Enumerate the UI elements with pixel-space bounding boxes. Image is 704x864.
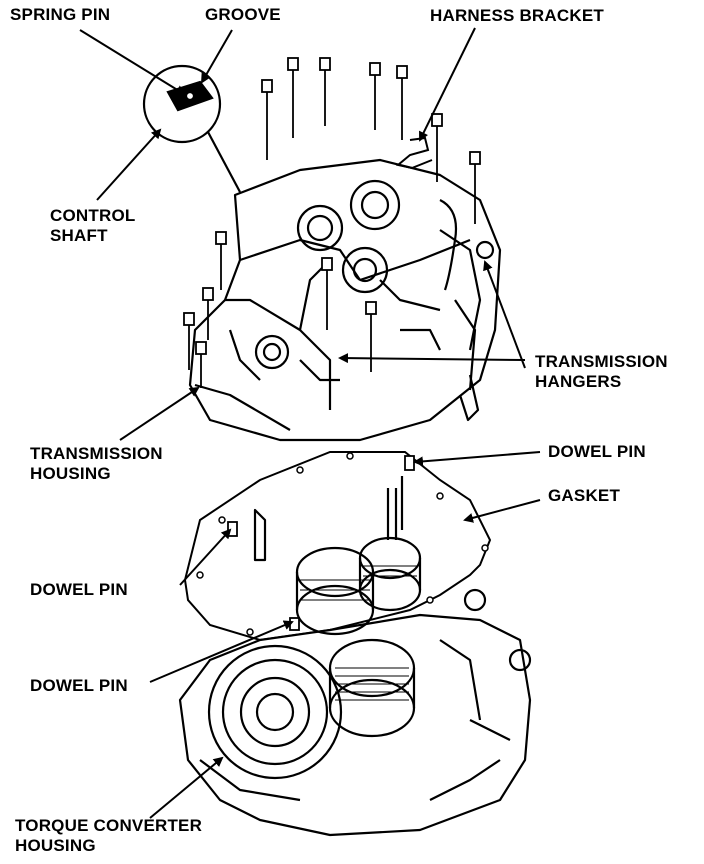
torque-converter-housing-illustration [178,476,532,837]
spring-pin-label: SPRING PIN [10,5,111,24]
transmission-housing-illustration [188,158,502,442]
gasket-holes [196,452,489,636]
harness-bracket-shape [395,136,433,170]
control-shaft-detail [142,64,241,193]
gasket-outline [183,451,492,642]
dowel-pin-top-label: DOWEL PIN [548,442,646,461]
groove-label: GROOVE [205,5,281,24]
leader-lines [79,27,541,819]
transmission-housing-label: TRANSMISSION HOUSING [30,444,163,483]
bolts [183,57,481,388]
dowel-pin-left-label: DOWEL PIN [30,580,128,599]
control-shaft-label: CONTROL SHAFT [50,206,136,245]
transmission-hangers-label: TRANSMISSION HANGERS [535,352,668,391]
torque-converter-housing-label: TORQUE CONVERTER HOUSING [15,816,203,855]
gasket-label: GASKET [548,486,621,505]
dowel-pin-lower-label: DOWEL PIN [30,676,128,695]
gear-teeth-hatching [300,565,417,701]
harness-bracket-label: HARNESS BRACKET [430,6,604,25]
